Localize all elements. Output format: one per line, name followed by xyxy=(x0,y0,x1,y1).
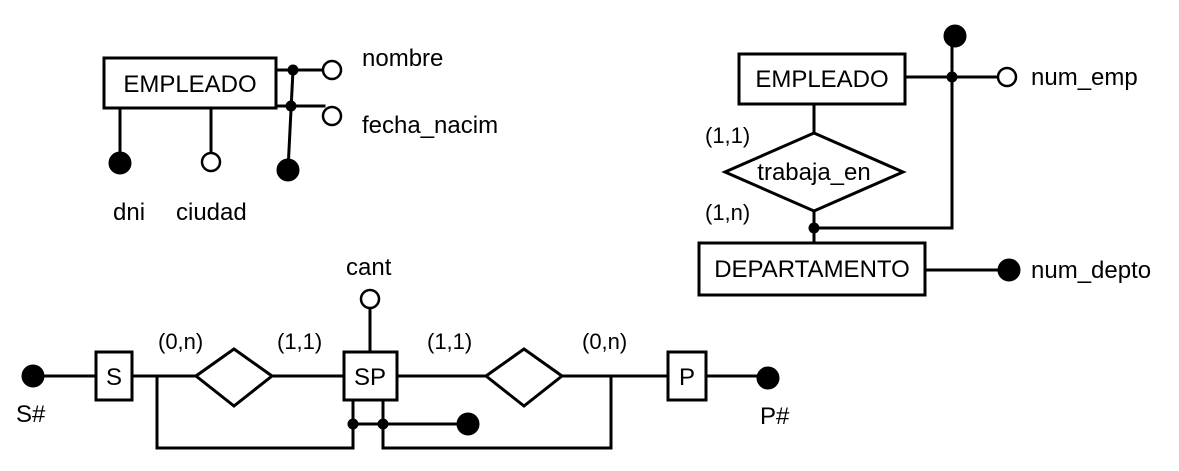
entity-empleado2-box xyxy=(737,52,907,106)
attr-num-emp-marker xyxy=(996,66,1018,88)
attr-dni-label: dni xyxy=(113,199,145,226)
entity-sp-box xyxy=(342,350,399,402)
entity-s-label: S xyxy=(106,364,122,391)
card-rel-sp-left-label: (1,1) xyxy=(277,329,322,354)
card-p-rel-label: (0,n) xyxy=(582,329,627,354)
card-top-label: (1,1) xyxy=(705,123,750,148)
attr-num-depto-label: num_depto xyxy=(1031,257,1151,284)
attr-num-emp-label: num_emp xyxy=(1031,64,1138,91)
entity-p-box xyxy=(666,350,708,402)
relationship-trabaja-en-shape xyxy=(721,131,907,213)
attr-fecha-marker xyxy=(321,105,343,127)
card-s-rel-label: (0,n) xyxy=(158,329,203,354)
attr-nombre-label: nombre xyxy=(362,45,443,72)
diagram-trabaja-en: EMPLEADO trabaja_en DEPARTAMENTO (1,1) (… xyxy=(697,24,1151,297)
relationship-trabaja-en-label: trabaja_en xyxy=(757,159,870,186)
card-bottom-label: (1,n) xyxy=(705,200,750,225)
entity-departamento-label: DEPARTAMENTO xyxy=(714,256,910,283)
diagram-empleado-attributes: EMPLEADO nombre fecha_nacim dni ciudad xyxy=(102,45,498,226)
identifier-key-marker xyxy=(943,24,967,48)
attr-dni-key-marker xyxy=(108,151,132,175)
relationship-right-shape xyxy=(483,347,565,408)
attr-nombre-marker xyxy=(321,59,343,81)
attr-cant-label: cant xyxy=(346,254,392,281)
attr-num-depto-key-marker xyxy=(997,258,1021,282)
card-rel-sp-right-label: (1,1) xyxy=(427,329,472,354)
entity-s-box xyxy=(94,350,134,402)
attr-fecha-label: fecha_nacim xyxy=(362,112,498,139)
attr-cant-marker xyxy=(359,288,381,310)
attr-ciudad-marker xyxy=(200,151,222,173)
junction-dot xyxy=(287,64,299,76)
junction-dot xyxy=(285,100,297,112)
entity-empleado2-label: EMPLEADO xyxy=(755,66,888,93)
junction-dot xyxy=(377,418,389,430)
attr-s-key-marker xyxy=(21,364,45,388)
entity-empleado-box xyxy=(102,56,278,110)
entity-departamento-box xyxy=(697,241,927,297)
junction-dot xyxy=(347,418,359,430)
entity-sp-label: SP xyxy=(354,364,386,391)
junction-dot xyxy=(946,71,958,83)
attr-s-label: S# xyxy=(16,401,46,428)
relationship-left-shape xyxy=(193,347,275,408)
composite-key-line xyxy=(286,68,295,172)
attr-p-label: P# xyxy=(760,403,790,430)
entity-p-label: P xyxy=(679,364,695,391)
entity-empleado-label: EMPLEADO xyxy=(123,71,256,98)
composite-key-marker xyxy=(456,412,480,436)
attr-p-key-marker xyxy=(756,366,780,390)
attr-ciudad-label: ciudad xyxy=(176,199,247,226)
diagram-s-sp-p: S SP P S# P# cant (0,n) (1,1) (1,1) (0,n… xyxy=(16,254,790,450)
composite-key-marker xyxy=(276,158,300,182)
junction-dot xyxy=(808,222,820,234)
p-identifier-line xyxy=(381,374,613,450)
